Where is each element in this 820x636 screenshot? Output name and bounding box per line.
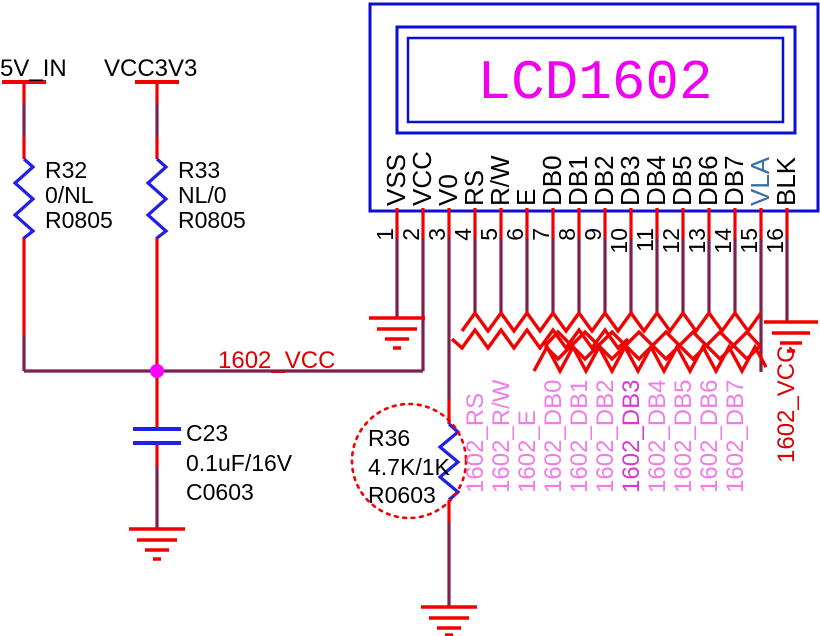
lattice-zigzag-top (460, 310, 763, 334)
lcd-outer-box (368, 2, 820, 213)
r36-ref: R36 (368, 425, 410, 451)
pin-name-db2: DB2 (589, 155, 619, 206)
pin-name-db1: DB1 (563, 155, 593, 206)
net-label-1602-db0: 1602_DB0 (540, 380, 567, 493)
power-port-5v-label: 5V_IN (0, 55, 67, 82)
net-label-1602-db3: 1602_DB3 (618, 380, 645, 493)
c23-footprint: C0603 (186, 479, 254, 505)
r33-value: NL/0 (178, 182, 227, 208)
signal-pin-wires (473, 238, 737, 314)
r33-footprint: R0805 (178, 207, 246, 233)
pin-number-16: 16 (762, 228, 788, 254)
pin-number-2: 2 (398, 228, 424, 241)
junction-dot (150, 364, 164, 378)
net-label-1602-e: 1602_E (514, 410, 541, 493)
pin-number-15: 15 (736, 228, 762, 254)
c23-labels: C23 0.1uF/16V C0603 (186, 420, 293, 505)
ground-symbol-c23 (129, 527, 185, 561)
pin-number-9: 9 (580, 228, 606, 241)
pin-name-vss: VSS (381, 154, 411, 206)
pin-number-11: 11 (632, 228, 658, 252)
r33-ref: R33 (178, 157, 220, 183)
power-port-vcc3v3-label: VCC3V3 (104, 55, 197, 82)
lattice-zigzag-bottom (532, 343, 768, 375)
pin-number-14: 14 (710, 228, 736, 254)
ground-symbol-r36 (421, 605, 477, 636)
pin-number-10: 10 (606, 228, 632, 254)
pin-name-rs: RS (459, 170, 489, 206)
net-label-1602-db1: 1602_DB1 (566, 380, 593, 493)
c23-value: 0.1uF/16V (186, 450, 293, 476)
r32-labels: R32 0/NL R0805 (45, 157, 113, 233)
net-label-1602-db2: 1602_DB2 (592, 380, 619, 493)
net-label-1602-db7: 1602_DB7 (722, 380, 749, 493)
pin-name-db0: DB0 (537, 155, 567, 206)
resistor-r32-symbol (12, 157, 36, 240)
red-wire-segments (22, 237, 451, 523)
pin-name-db4: DB4 (641, 155, 671, 206)
c23-ref: C23 (186, 420, 228, 446)
pin-name-db7: DB7 (719, 155, 749, 206)
r32-ref: R32 (45, 157, 87, 183)
pin-name-vcc: VCC (407, 151, 437, 206)
pin-number-3: 3 (424, 228, 450, 241)
pin-number-8: 8 (554, 228, 580, 241)
vcc-net-wire (22, 238, 425, 373)
lcd-pin-stubs (395, 208, 789, 238)
pin-name-v0: V0 (433, 174, 463, 206)
lcd-module-symbol: LCD1602 (368, 2, 820, 213)
r33-labels: R33 NL/0 R0805 (178, 157, 246, 233)
pin-number-12: 12 (658, 228, 684, 254)
net-label-1602-rw: 1602_R/W (488, 379, 515, 493)
pin-name-rw: R/W (485, 155, 515, 206)
r36-labels: R36 4.7K/1K R0603 (368, 425, 450, 508)
pin-number-1: 1 (372, 228, 398, 241)
net-label-1602-vcc: 1602_VCC (218, 347, 335, 374)
ground-symbol-vss (369, 316, 425, 350)
r36-highlight-circle (350, 402, 468, 520)
lattice-zigzag-left (450, 327, 630, 351)
r32-value: 0/NL (45, 182, 94, 208)
resistor-r33-symbol (145, 157, 169, 240)
pin-name-db3: DB3 (615, 155, 645, 206)
capacitor-c23-symbol (133, 427, 181, 445)
pin-name-db6: DB6 (693, 155, 723, 206)
net-label-1602-db6: 1602_DB6 (696, 380, 723, 493)
crossing-wires-lattice (450, 310, 768, 375)
pin-name-vla: VLA (745, 156, 775, 206)
power-feed-wires (22, 84, 159, 159)
pin-number-5: 5 (476, 228, 502, 241)
net-label-1602-rs: 1602_RS (462, 393, 489, 493)
net-label-1602-db4: 1602_DB4 (644, 380, 671, 493)
pin-name-e: E (511, 189, 541, 206)
pin-number-4: 4 (450, 228, 476, 241)
lcd-display-frame-inner (406, 36, 785, 124)
pin-name-blk: BLK (771, 156, 801, 206)
pin-number-6: 6 (502, 228, 528, 241)
lcd-title: LCD1602 (477, 51, 712, 115)
lcd-display-frame-outer (395, 25, 797, 135)
lattice-diamond-b (543, 329, 762, 362)
net-label-1602-vcc-vla: 1602_VCC (773, 346, 800, 463)
r36-value: 4.7K/1K (368, 454, 450, 480)
pin-number-7: 7 (528, 228, 554, 241)
r32-footprint: R0805 (45, 207, 113, 233)
pin-number-13: 13 (684, 228, 710, 254)
power-wire-dark-segments (22, 103, 159, 137)
r36-footprint: R0603 (368, 482, 436, 508)
ground-symbol-blk (764, 320, 818, 353)
net-label-1602-db5: 1602_DB5 (670, 380, 697, 493)
pin-name-db5: DB5 (667, 155, 697, 206)
